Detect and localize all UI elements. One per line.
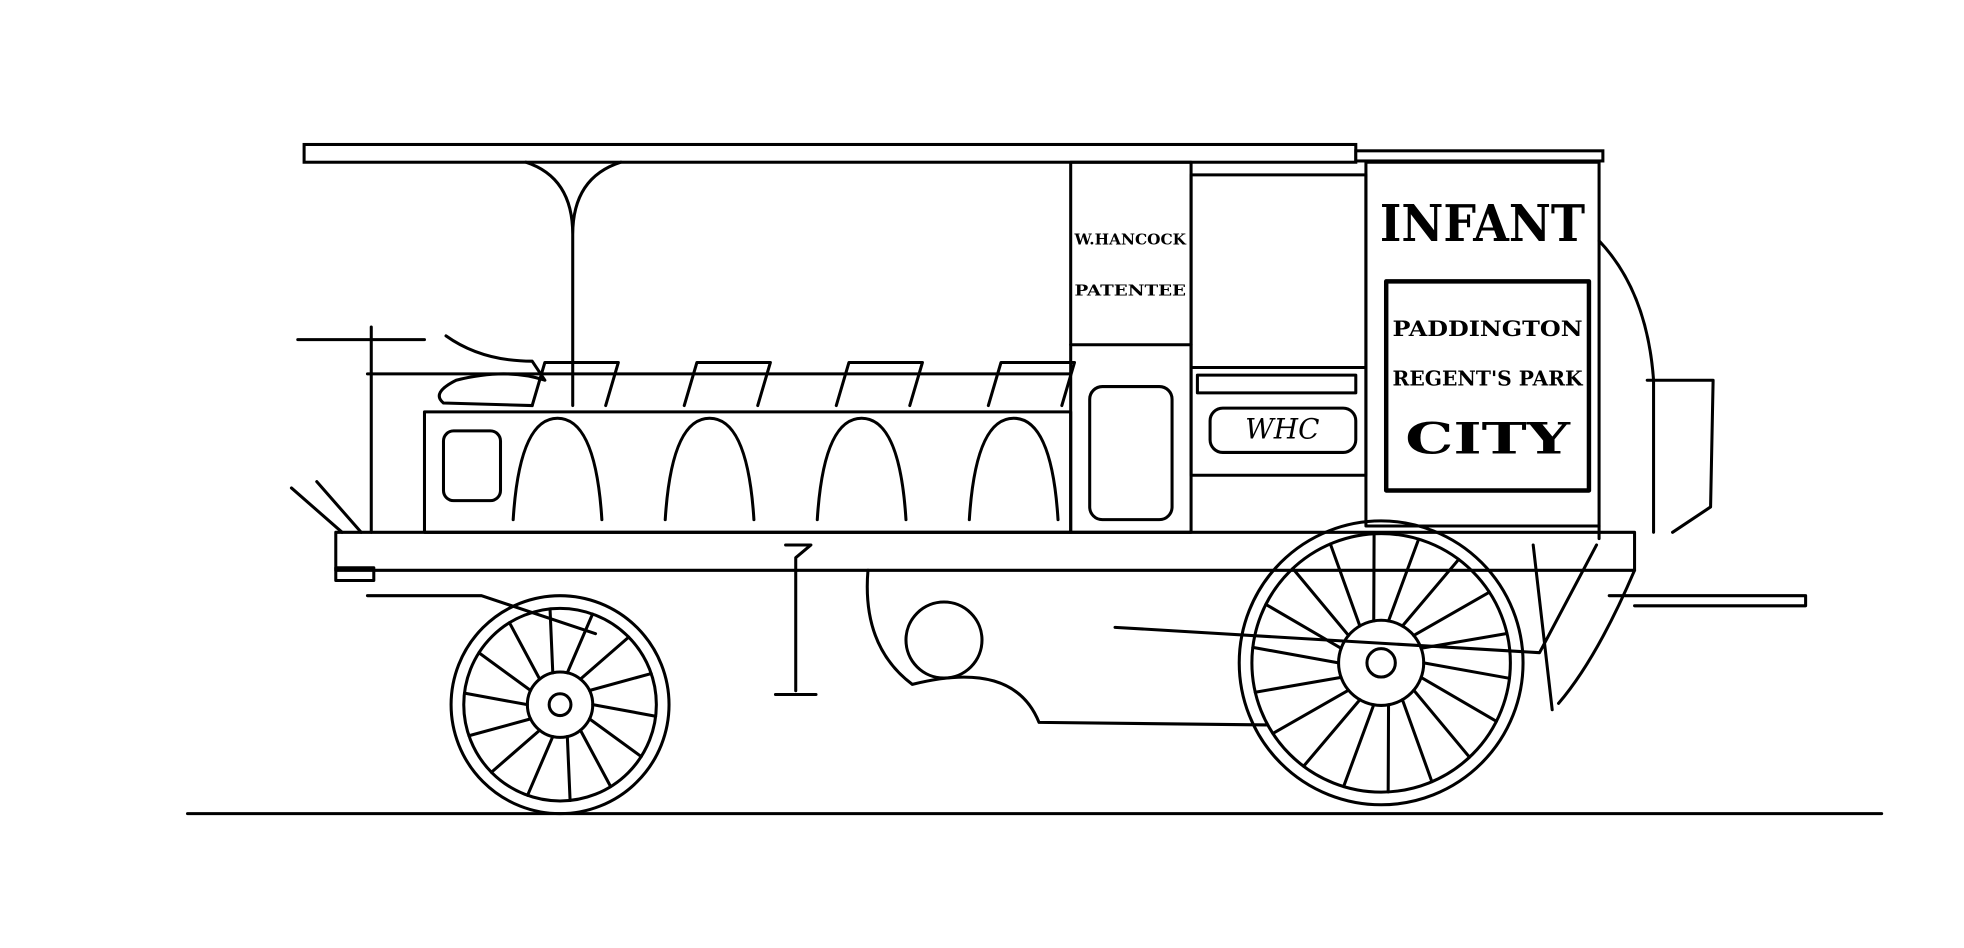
carriage-name: INFANT	[1380, 193, 1586, 253]
monogram: WHC	[1245, 413, 1319, 446]
roof	[302, 142, 1605, 164]
maker-label: W.HANCOCK	[1073, 231, 1186, 249]
patentee-label: PATENTEE	[1074, 281, 1186, 299]
route-regents-park: REGENT'S PARK	[1393, 366, 1584, 390]
route-paddington: PADDINGTON	[1393, 317, 1583, 342]
route-city: CITY	[1405, 415, 1571, 465]
front-wheel	[449, 594, 671, 816]
canopy-support	[524, 160, 623, 408]
rear-wheel	[1237, 519, 1525, 807]
carriage-body	[289, 160, 1808, 727]
gear-wheel	[904, 600, 984, 680]
